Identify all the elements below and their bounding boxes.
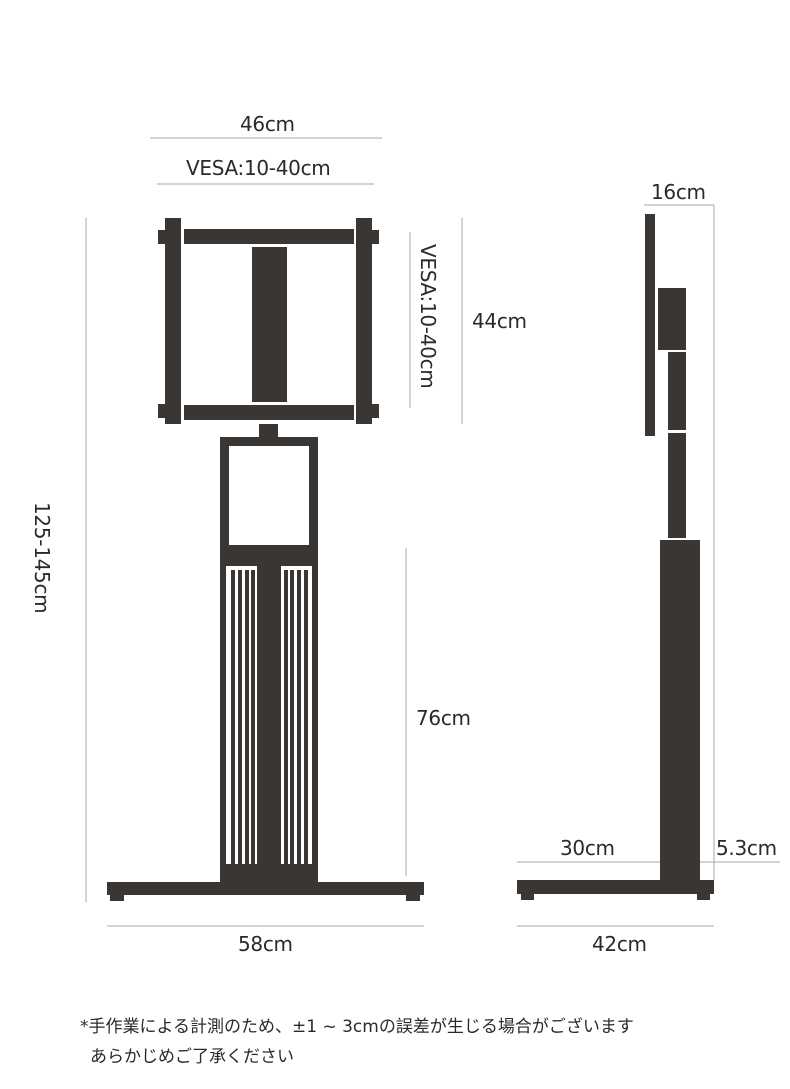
footnote-line-1: *手作業による計測のため、±1 ~ 3cmの誤差が生じる場合がございます (80, 1017, 634, 1037)
dimension-lines (85, 137, 780, 927)
label-depth-30: 30cm (560, 836, 615, 860)
label-vesa-side: VESA:10-40cm (416, 244, 440, 389)
front-base-plate (107, 882, 424, 895)
lower-column-slats (231, 570, 308, 866)
upper-column-frame (220, 437, 318, 552)
side-base-foot-right (697, 894, 710, 900)
mount-left-tab-bottom (158, 404, 165, 418)
label-height-total: 125-145cm (30, 502, 54, 614)
side-tv-plate (645, 214, 655, 436)
side-column-mid (668, 433, 686, 538)
mount-top-bar (184, 229, 354, 244)
label-width-46: 46cm (240, 112, 295, 136)
label-base-58: 58cm (238, 932, 293, 956)
front-base-foot-right (406, 895, 420, 901)
mount-bottom-bar (184, 405, 354, 420)
mount-center-plate (252, 247, 287, 402)
label-height-76: 76cm (416, 706, 471, 730)
front-view (107, 218, 424, 901)
mount-right-tab-bottom (372, 404, 379, 418)
label-depth-16: 16cm (651, 180, 706, 204)
side-base-foot-left (521, 894, 534, 900)
mount-left-post (165, 218, 181, 424)
lower-column-center (257, 566, 281, 866)
label-base-42: 42cm (592, 932, 647, 956)
mount-neck (259, 424, 278, 439)
label-vesa-top: VESA:10-40cm (186, 156, 331, 180)
side-view (517, 214, 714, 900)
side-column-lower (660, 540, 700, 880)
lower-column-foot (220, 864, 318, 884)
label-thick-53: 5.3cm (716, 836, 777, 860)
side-mount-block (658, 288, 686, 350)
lower-column-cap (220, 548, 318, 566)
mount-right-tab-top (372, 230, 379, 244)
front-base-foot-left (110, 895, 124, 901)
lower-column-left-rail (220, 566, 226, 866)
mount-right-post (356, 218, 372, 424)
lower-column-right-rail (312, 566, 318, 866)
side-column-upper (668, 352, 686, 430)
mount-left-tab-top (158, 230, 165, 244)
footnote-line-2: あらかじめご了承ください (90, 1047, 294, 1067)
label-height-44: 44cm (472, 309, 527, 333)
side-base-plate (517, 880, 714, 894)
